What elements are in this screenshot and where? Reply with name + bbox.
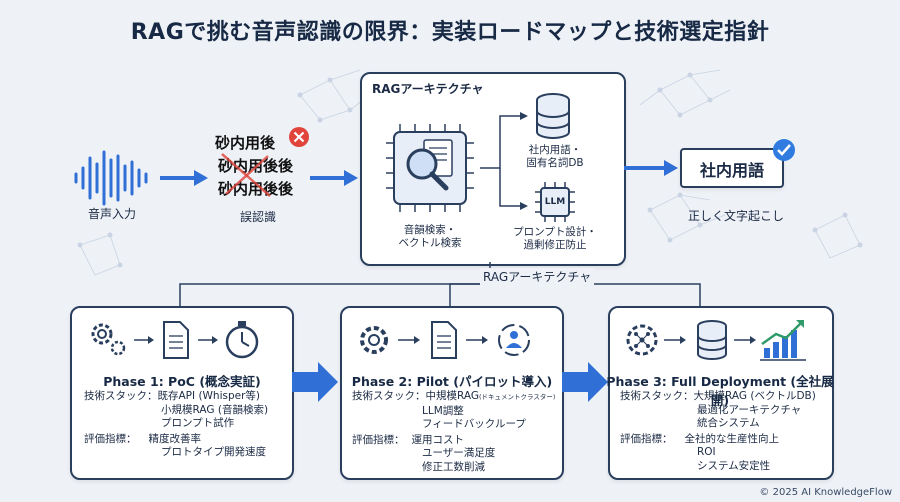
phase-3-metric-1: 全社的な生産性向上 (684, 432, 780, 445)
page-title: RAGで挑む音声認識の限界：実装ロードマップと技術選定指針 (130, 20, 770, 45)
phase-2-stack-key: 技術スタック： (352, 390, 426, 402)
cycle-user-icon (498, 324, 530, 356)
phase-2-stack-2: LLM調整 (422, 404, 464, 417)
phase-2-title: Phase 2: Pilot (パイロット導入) (351, 374, 553, 389)
phase-1-icons (91, 321, 259, 359)
database-icon (697, 320, 727, 360)
output-label: 正しく文字起こし (688, 209, 785, 223)
db-label-2: 固有名詞DB (526, 157, 584, 169)
document-icon (431, 321, 457, 359)
phase-arrow-icon (292, 362, 338, 402)
phase-3-metric-key: 評価指標： (620, 432, 673, 445)
phase-3-stack-3: 統合システム (697, 417, 760, 429)
phase-2-metric-key: 評価指標： (352, 433, 405, 446)
phase-1-title: Phase 1: PoC (概念実証) (103, 374, 261, 389)
stopwatch-icon (225, 321, 259, 359)
phase-2-metric-3: 修正工数削減 (422, 460, 485, 473)
phase-2-details: 技術スタック：中規模RAG(ドキュメントクラスター) LLM調整 フィードバック… (352, 390, 555, 474)
llm-chip-icon (535, 182, 575, 222)
phase-1-details: 技術スタック：既存API (Whisper等) 小規模RAG (音韻検索) プロ… (84, 390, 268, 460)
search-label-1: 音韻検索・ (403, 224, 457, 236)
llm-chip-label: LLM (544, 197, 566, 207)
phase-3-icons (626, 320, 806, 361)
arrow-icon (624, 160, 678, 176)
rag-bottom-label: RAGアーキテクチャ (480, 268, 595, 285)
phase-2-icons (360, 321, 530, 359)
input-label: 音声入力 (88, 207, 137, 221)
phase-3-title: Phase 3: Full Deployment (全社展開) (606, 374, 834, 408)
arrow-icon (310, 170, 358, 186)
error-x-icon (289, 127, 309, 147)
misrecognition-line-1: 砂内用後 (215, 134, 276, 152)
neural-network-icon (626, 324, 658, 356)
phase-1-stack-3: プロンプト試作 (161, 417, 235, 429)
phase-3-details: 技術スタック：大規模RAG (ベクトルDB) 最適化アーキテクチャ 統合システム… (620, 390, 816, 473)
strike-cross-icon (221, 153, 271, 197)
output-term: 社内用語 (699, 161, 764, 180)
search-label-2: ベクトル検索 (398, 237, 462, 249)
phase-2-box (340, 306, 564, 480)
phase-3-metric-2: ROI (697, 446, 716, 458)
arrow-icon (160, 170, 208, 186)
misrecognition-label: 誤認識 (240, 210, 277, 224)
phase-2-stack-3: フィードバックループ (422, 418, 526, 430)
phase-arrow-icon (562, 362, 608, 402)
phase-2-metric-1: 運用コスト (411, 433, 465, 446)
phase-3-stack-2: 最適化アーキテクチャ (697, 403, 802, 416)
phase-3-stack-1: 大規模RAG (ベクトルDB) (693, 390, 816, 402)
phase-1-metric-key: 評価指標： (84, 432, 137, 445)
phase-2-stack-1: 中規模RAG (425, 390, 480, 402)
llm-label-2: 過剰修正防止 (523, 239, 587, 251)
phase-1-stack-1: 既存API (Whisper等) (157, 390, 261, 402)
phase-3-stack-key: 技術スタック： (620, 390, 694, 402)
growth-chart-icon (760, 320, 806, 361)
gear-icon (91, 323, 126, 356)
rag-box-title: RAGアーキテクチャ (372, 82, 484, 96)
phase-2-metric-2: ユーザー満足度 (422, 447, 496, 459)
branch-arrows-icon (480, 112, 528, 210)
check-badge-icon (773, 139, 795, 161)
database-icon (536, 93, 570, 139)
output-term-box (680, 148, 784, 188)
document-icon (163, 321, 189, 359)
phase-1-stack-2: 小規模RAG (音韻検索) (161, 403, 269, 416)
phase-1-metric-2: プロトタイプ開発速度 (161, 446, 266, 458)
gear-icon (360, 326, 388, 354)
phase-2-stack-note: (ドキュメントクラスター) (479, 393, 556, 401)
document-search-icon (386, 124, 474, 212)
phase-1-metric-1: 精度改善率 (148, 432, 202, 445)
soundwave-icon (74, 150, 148, 206)
phase-3-metric-3: システム安定性 (697, 459, 771, 472)
phase-1-stack-key: 技術スタック： (84, 390, 158, 402)
footer-copyright: © 2025 AI KnowledgeFlow (759, 487, 892, 498)
llm-label-1: プロンプト設計・ (513, 226, 597, 238)
db-label-1: 社内用語・ (528, 144, 582, 156)
